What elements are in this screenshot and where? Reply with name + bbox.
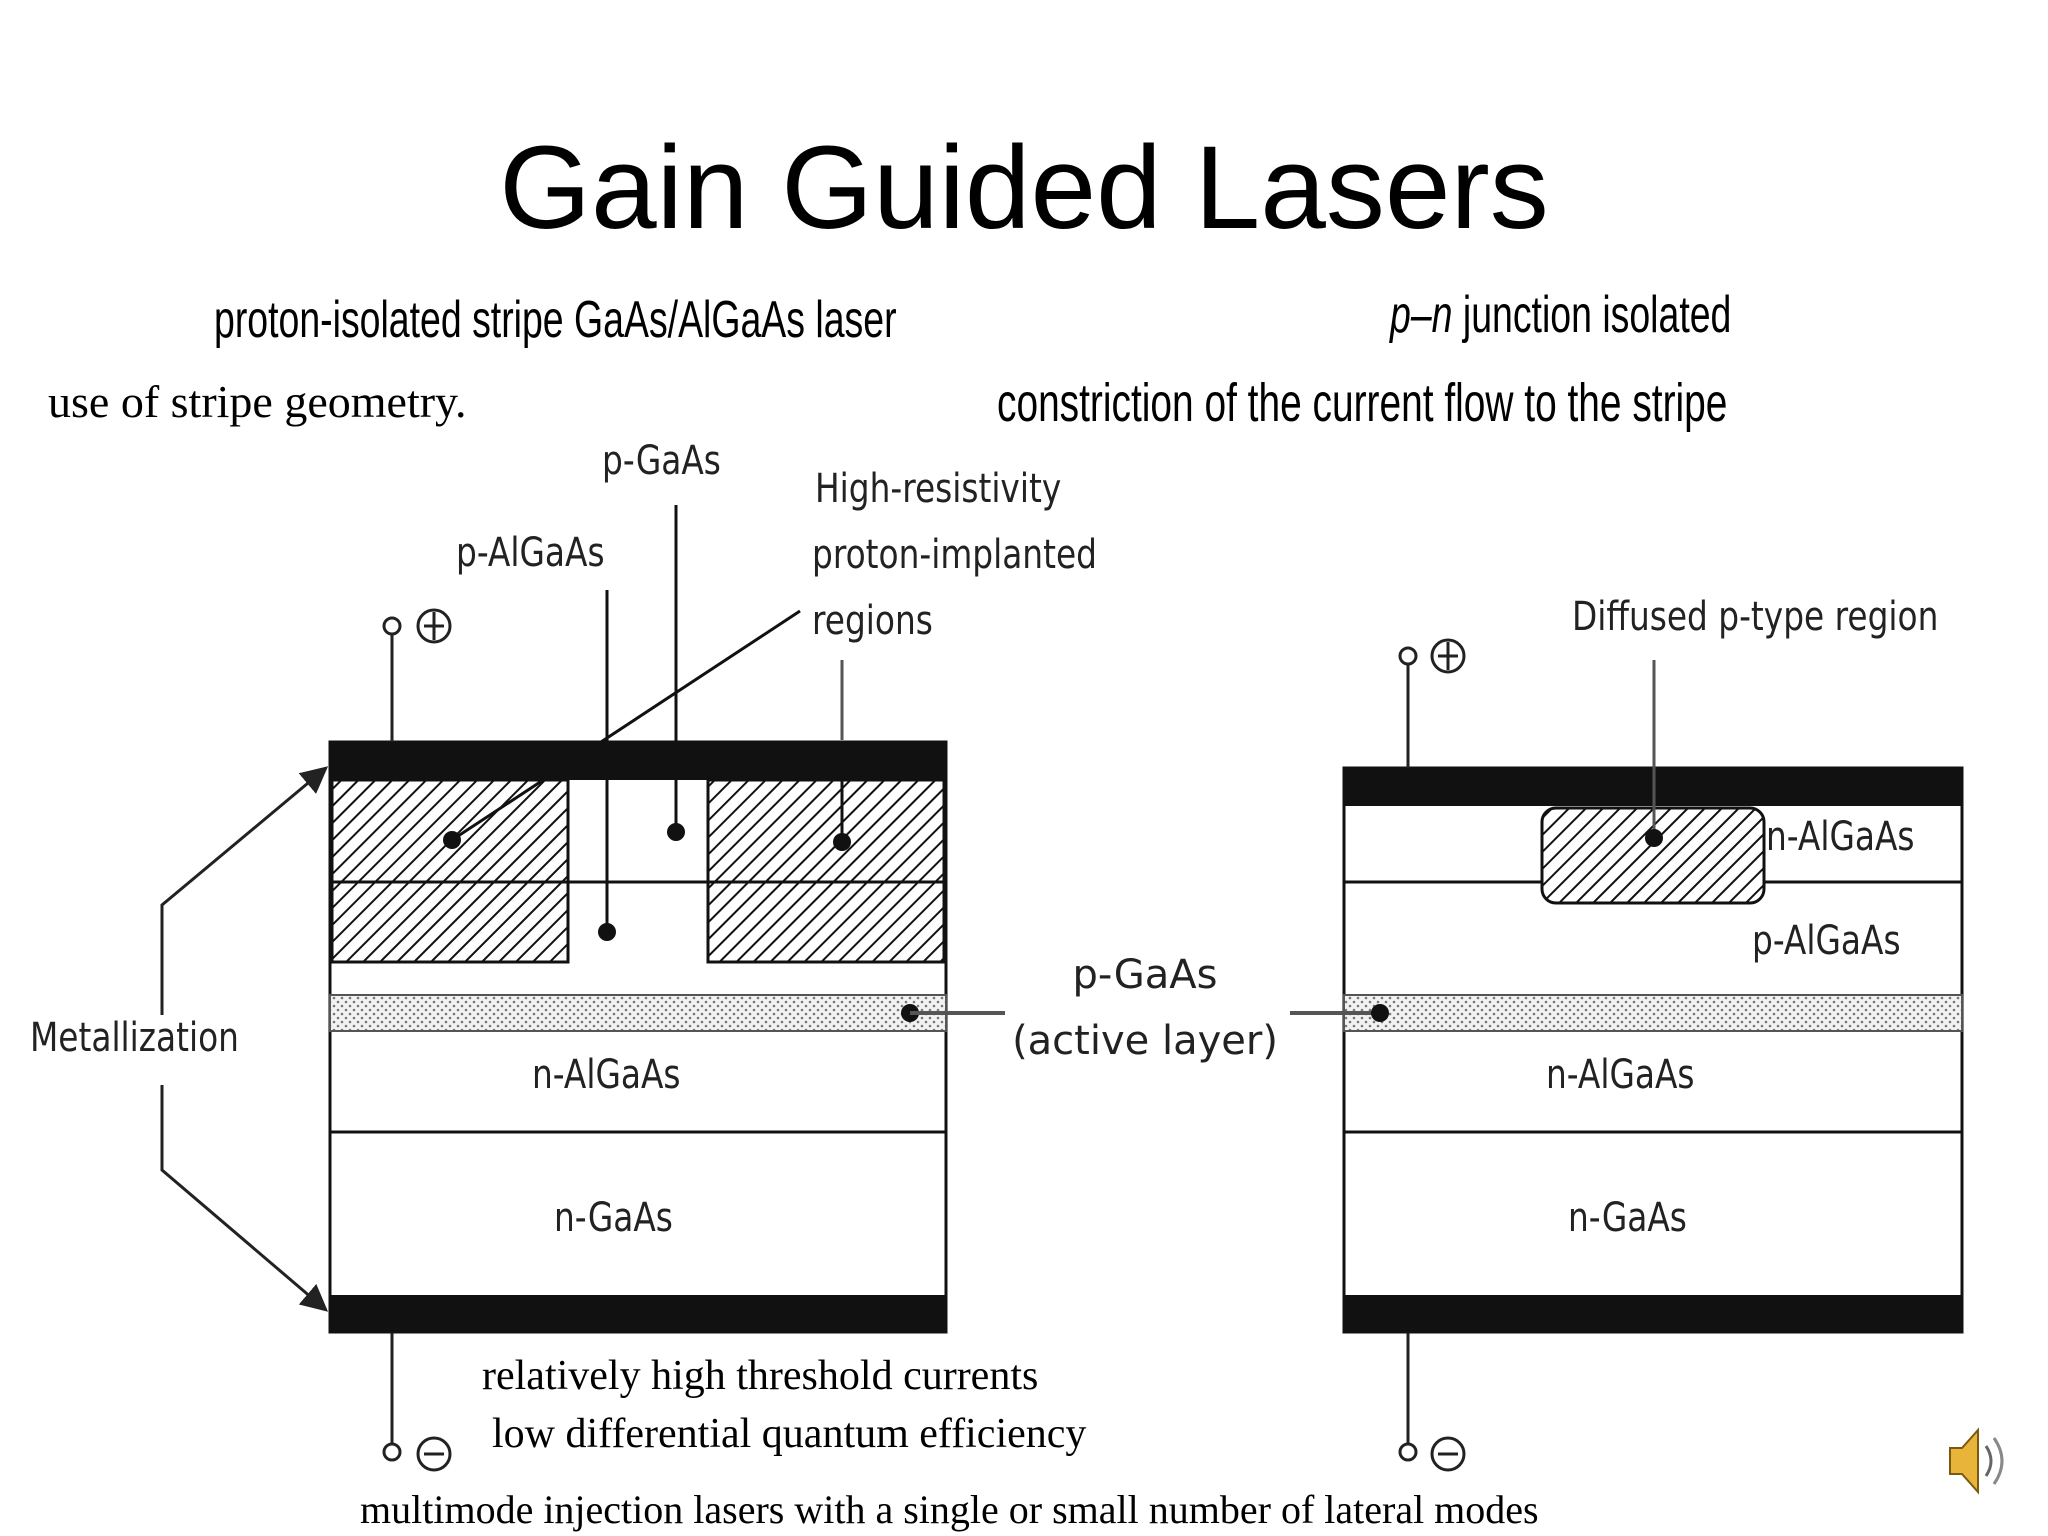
right-active-layer [1343,994,1963,1032]
label-active-2: (active layer) [1012,1018,1278,1064]
right-heading-italic: p–n [1390,286,1453,344]
left-note: use of stripe geometry. [48,376,467,427]
label-right-p-algaas: p-AlGaAs [1752,918,1901,964]
left-bottom-metal [330,1295,946,1333]
label-left-n-gaas: n-GaAs [554,1195,673,1241]
left-implant-region-1 [330,778,570,964]
label-metallization: Metallization [30,1015,239,1061]
left-laser-structure [160,505,1005,1472]
left-bottom-terminal [382,1442,402,1462]
label-high-res-2: proton-implanted [812,532,1097,578]
label-high-res-1: High-resistivity [815,466,1062,512]
right-heading: p–n junction isolated [1390,285,1731,345]
bottom-note-1: relatively high threshold currents [482,1353,1039,1399]
right-heading-rest: junction isolated [1452,286,1732,344]
left-implant-region-2 [706,778,946,964]
right-top-terminal [1398,646,1418,666]
label-high-res-3: regions [812,598,933,644]
bottom-note-3: multimode injection lasers with a single… [360,1487,1539,1532]
label-left-p-algaas: p-AlGaAs [456,530,605,576]
left-top-terminal [382,616,402,636]
left-heading: proton-isolated stripe GaAs/AlGaAs laser [214,291,897,349]
speaker-icon[interactable] [1949,1427,2004,1495]
right-note: constriction of the current flow to the … [997,373,1728,433]
label-active-1: p-GaAs [1072,952,1218,998]
label-left-p-gaas: p-GaAs [602,438,721,484]
left-top-metal [330,742,946,780]
label-right-n-algaas-top: n-AlGaAs [1766,814,1915,860]
label-diffused: Diffused p-type region [1572,594,1939,640]
right-bottom-metal [1344,1295,1962,1333]
bottom-note-2: low differential quantum efficiency [492,1411,1087,1457]
label-left-n-algaas: n-AlGaAs [532,1052,681,1098]
label-right-n-gaas: n-GaAs [1568,1195,1687,1241]
left-active-layer [329,994,947,1032]
label-right-n-algaas: n-AlGaAs [1546,1052,1695,1098]
right-bottom-terminal [1398,1442,1418,1462]
right-laser-structure [1290,638,1964,1472]
slide-title: Gain Guided Lasers [499,122,1549,254]
